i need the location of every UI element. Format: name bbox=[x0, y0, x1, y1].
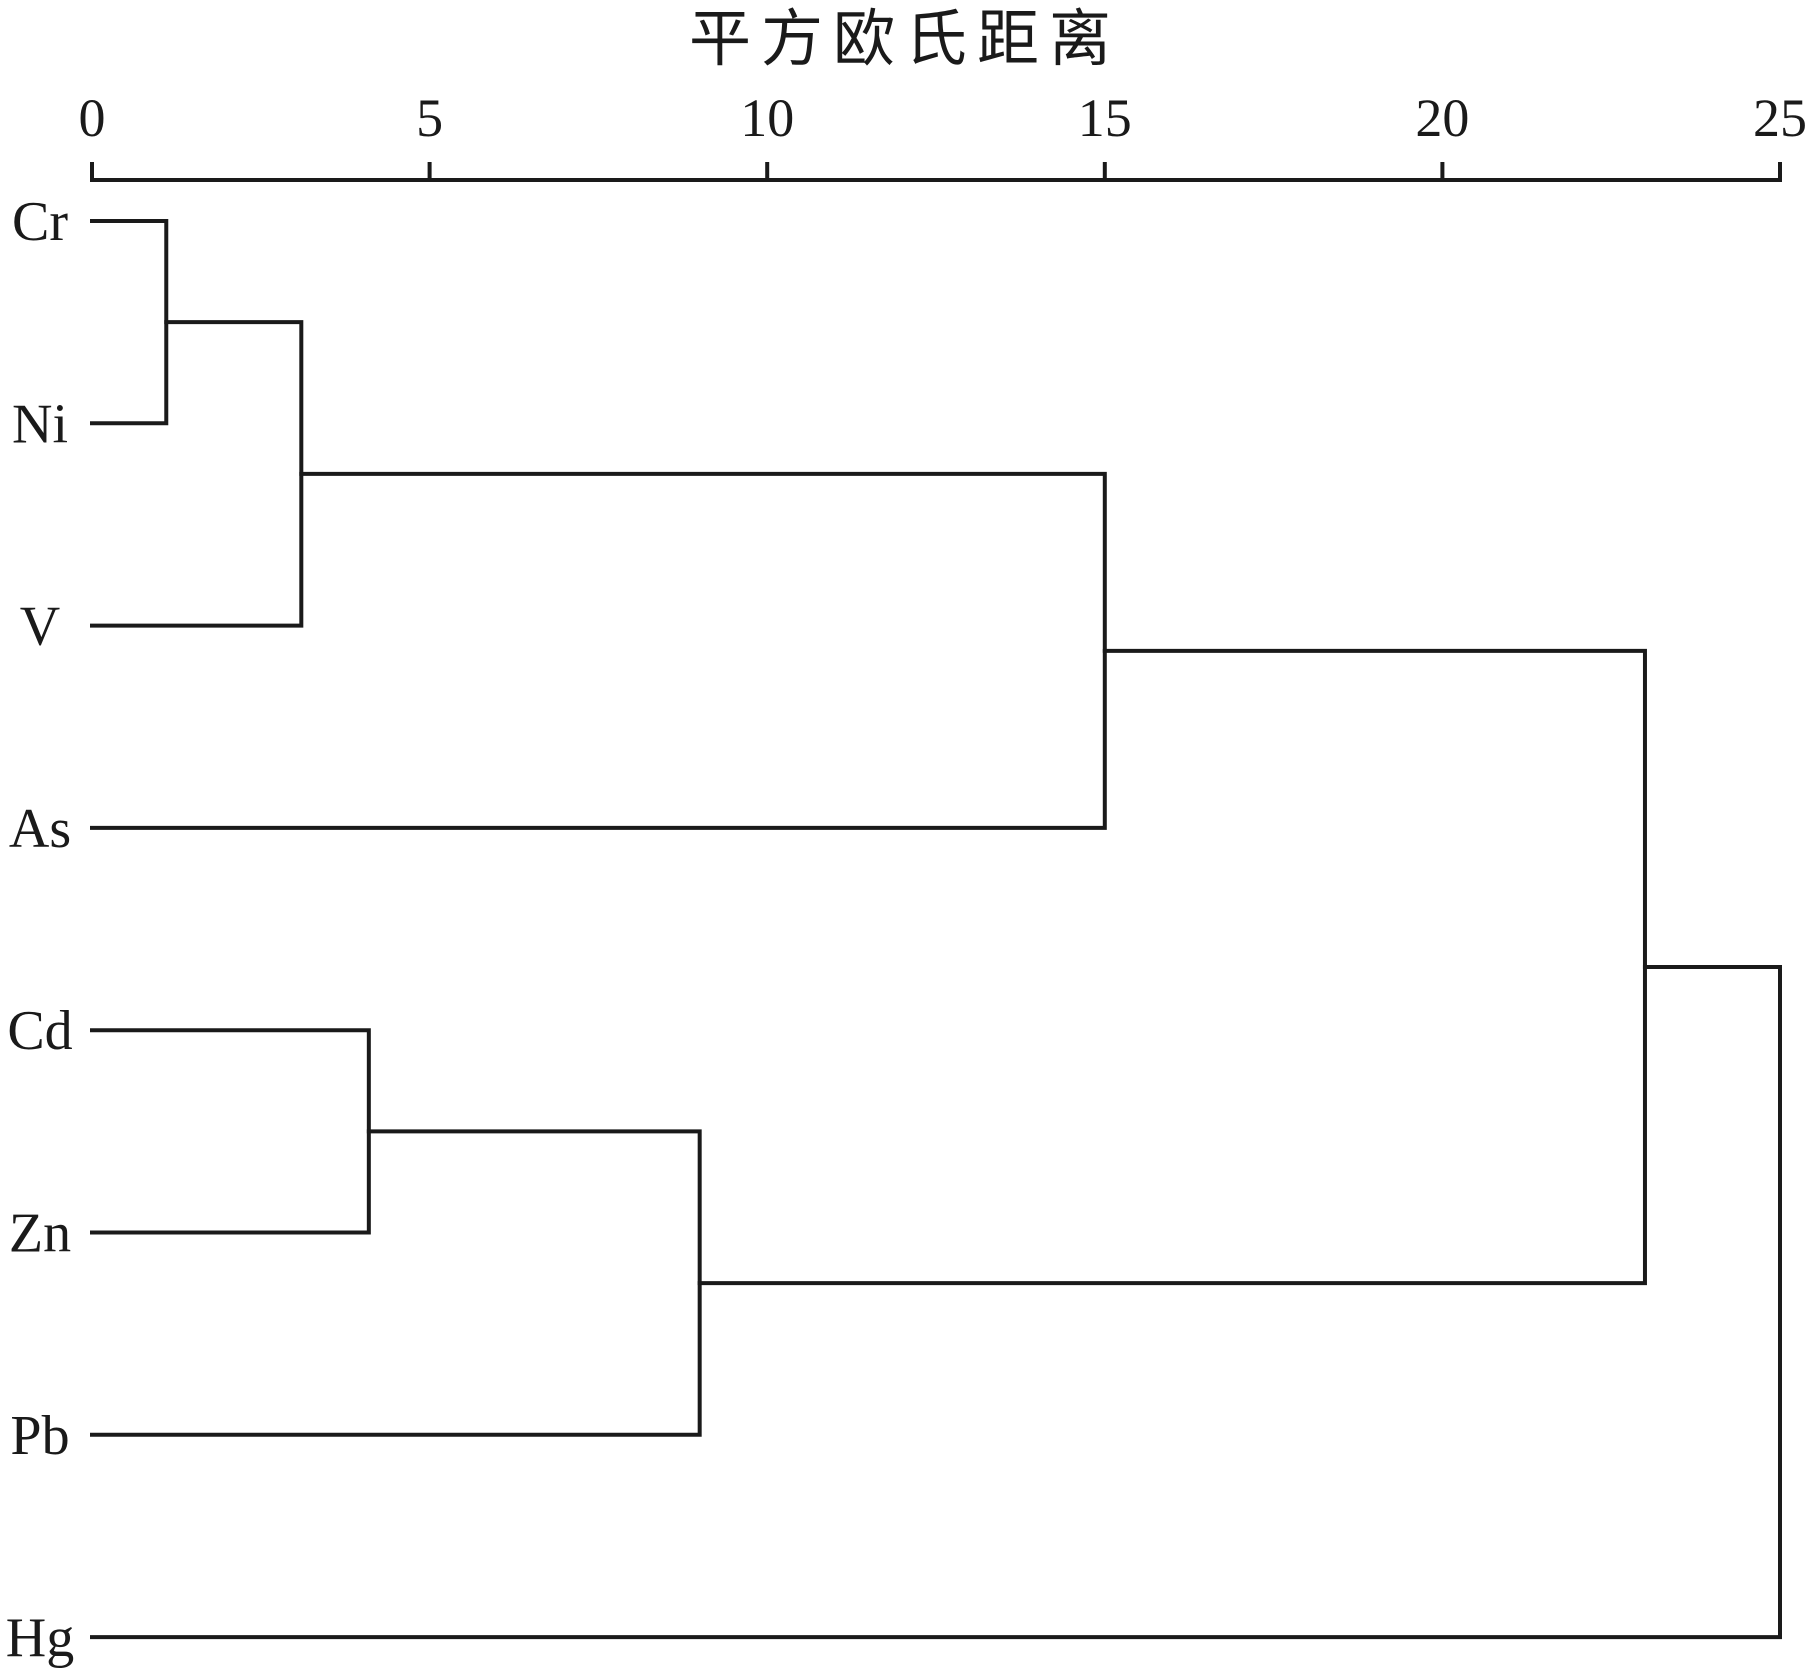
tick-label-5: 5 bbox=[416, 88, 443, 148]
leaf-label-zn: Zn bbox=[9, 1203, 71, 1265]
tick-label-10: 10 bbox=[740, 88, 794, 148]
link-m1 bbox=[90, 219, 169, 426]
leaf-label-pb: Pb bbox=[10, 1405, 69, 1467]
link-m5 bbox=[90, 1129, 702, 1437]
leaf-label-cr: Cr bbox=[12, 191, 68, 253]
axis-title: 平方欧氏距离 bbox=[689, 2, 1121, 75]
leaf-label-as: As bbox=[9, 798, 71, 860]
leaf-label-cd: Cd bbox=[7, 1000, 72, 1062]
link-m7 bbox=[90, 964, 1782, 1640]
tick-label-15: 15 bbox=[1078, 88, 1132, 148]
tick-label-20: 20 bbox=[1415, 88, 1469, 148]
link-m4 bbox=[90, 1028, 371, 1235]
leaf-label-hg: Hg bbox=[6, 1607, 74, 1669]
distance-axis: 0 5 10 15 20 25 bbox=[79, 88, 1807, 182]
tick-label-0: 0 bbox=[79, 88, 106, 148]
leaf-label-v: V bbox=[20, 596, 60, 658]
tick-label-25: 25 bbox=[1753, 88, 1807, 148]
leaf-label-ni: Ni bbox=[12, 393, 68, 455]
link-m6 bbox=[697, 648, 1647, 1286]
dendrogram-links bbox=[90, 219, 1782, 1640]
link-m3 bbox=[90, 471, 1107, 830]
link-m2 bbox=[90, 320, 304, 628]
